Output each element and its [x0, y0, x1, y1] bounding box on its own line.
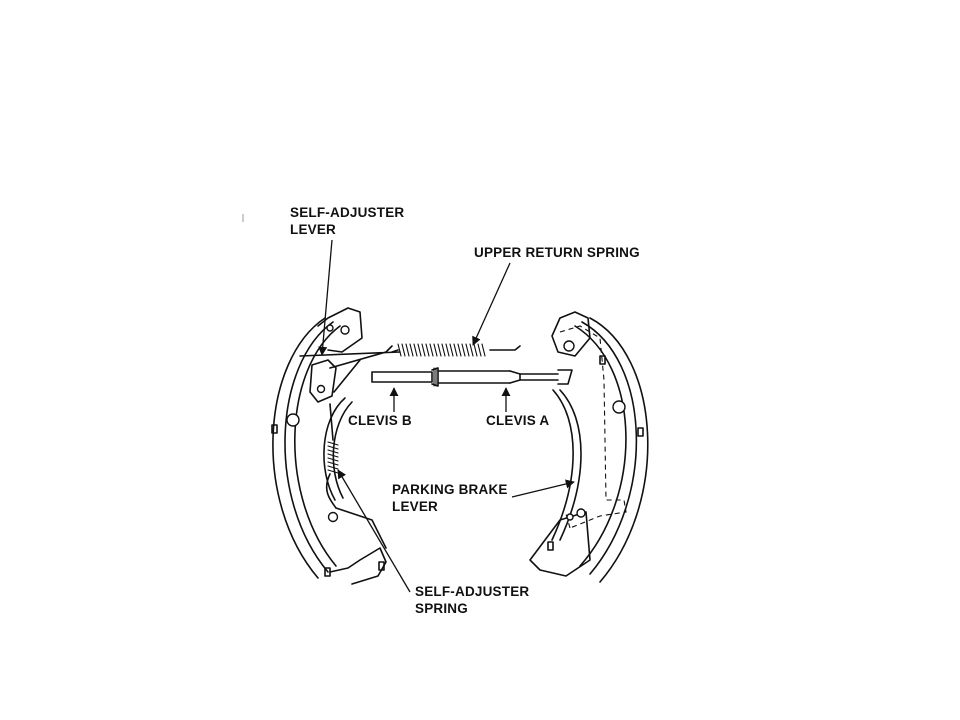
self-adjuster-spring	[323, 397, 353, 509]
label-line: LEVER	[290, 222, 337, 237]
right-brake-shoe	[529, 311, 649, 583]
label-parking-brake-lever: PARKING BRAKE LEVER	[392, 481, 508, 515]
label-clevis-b: CLEVIS B	[348, 412, 412, 429]
label-upper-return-spring: UPPER RETURN SPRING	[474, 244, 640, 261]
adjuster-rod	[371, 367, 573, 387]
label-self-adjuster-lever: SELF-ADJUSTER LEVER	[290, 204, 404, 238]
label-line: PARKING BRAKE	[392, 482, 508, 497]
upper-return-spring	[391, 343, 521, 357]
label-line: CLEVIS A	[486, 413, 550, 428]
label-line: CLEVIS B	[348, 413, 412, 428]
label-line: LEVER	[392, 499, 439, 514]
parking-brake-lever	[559, 325, 627, 529]
self-adjuster-lever	[299, 345, 401, 403]
label-clevis-a: CLEVIS A	[486, 412, 549, 429]
label-line: SELF-ADJUSTER	[415, 584, 530, 599]
label-line: SPRING	[415, 601, 468, 616]
label-line: SELF-ADJUSTER	[290, 205, 405, 220]
label-self-adjuster-spring: SELF-ADJUSTER SPRING	[415, 583, 529, 617]
leader-lines	[318, 239, 575, 593]
label-line: UPPER RETURN SPRING	[474, 245, 640, 260]
